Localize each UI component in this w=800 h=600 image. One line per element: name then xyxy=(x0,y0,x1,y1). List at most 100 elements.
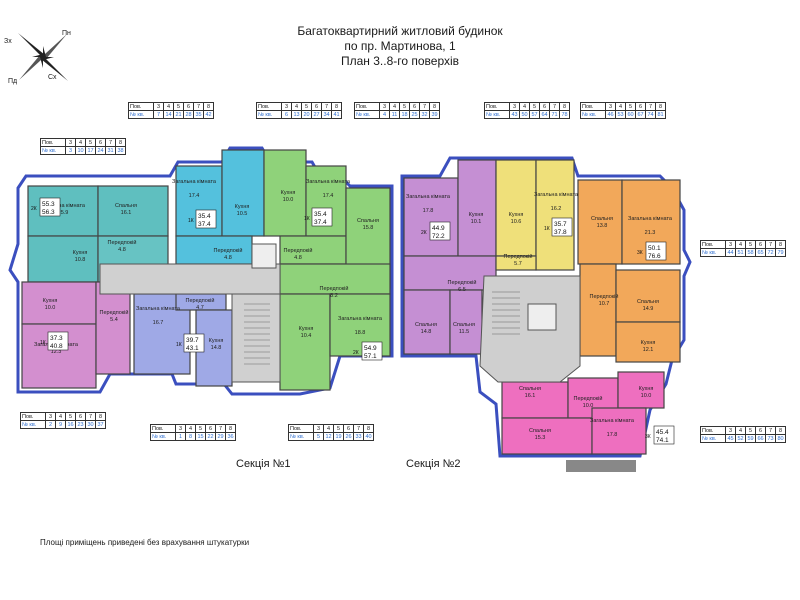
room-label: Кухня xyxy=(509,212,524,218)
apartment-area-2: 56.3 xyxy=(42,209,55,216)
apartment-rooms: 3К xyxy=(645,434,651,440)
floor-header: Пов. xyxy=(20,412,46,421)
stair-hall xyxy=(231,293,281,383)
room-label: Кухня xyxy=(641,340,656,346)
compass-north: Пн xyxy=(62,30,71,37)
room-label: Загальна кімната xyxy=(406,194,451,200)
apt-number: 12 xyxy=(323,432,334,441)
floor-number: 5 xyxy=(65,412,76,421)
apt-number: 44 xyxy=(725,248,736,257)
apt-number: 81 xyxy=(655,110,666,119)
room-labels: Загальна кімната 25.9 Спальня 16.1 Кухня… xyxy=(34,179,673,441)
room-label: Кухня xyxy=(299,326,314,332)
floor-number: 5 xyxy=(529,102,540,111)
apt-header: № кв. xyxy=(288,432,314,441)
apartment-box-frame xyxy=(653,425,675,445)
section-2-label: Секція №2 xyxy=(406,458,461,470)
floor-number: 6 xyxy=(95,138,106,147)
room-area: 10.1 xyxy=(471,219,482,225)
room-area: 10.5 xyxy=(237,211,248,217)
compass-icon xyxy=(18,33,68,81)
room-label: Спальня xyxy=(357,218,379,224)
room-label: Кухня xyxy=(469,212,484,218)
apt-number: 35 xyxy=(193,110,204,119)
room-area: 16.2 xyxy=(551,206,562,212)
title-line-2: по пр. Мартинова, 1 xyxy=(344,39,456,53)
apartment-rooms: 2К xyxy=(31,206,37,212)
room-label: Передпокій xyxy=(448,279,477,286)
room-label: Передпокій xyxy=(284,247,313,254)
room-label: Загальна кімната xyxy=(338,316,383,322)
apt-number: 42 xyxy=(203,110,214,119)
room-area: 4.8 xyxy=(294,255,302,261)
apartment-box-frame xyxy=(429,221,451,241)
apt-number: 65 xyxy=(755,248,766,257)
floor-number: 7 xyxy=(85,412,96,421)
floor-number: 5 xyxy=(301,102,312,111)
apt-number: 2 xyxy=(45,420,56,429)
apt-header: № кв. xyxy=(20,420,46,429)
apt-number: 40 xyxy=(363,432,374,441)
apt-number: 74 xyxy=(645,110,656,119)
apt-number: 26 xyxy=(343,432,354,441)
apt-number: 71 xyxy=(549,110,560,119)
floor-header: Пов. xyxy=(484,102,510,111)
room-area: 14.8 xyxy=(421,329,432,335)
room-area: 4.7 xyxy=(196,305,204,311)
room-area: 14.8 xyxy=(211,345,222,351)
room-area: 16.1 xyxy=(525,393,536,399)
apartment-area-2: 37.8 xyxy=(554,229,567,236)
apt-number: 66 xyxy=(755,434,766,443)
apt-number: 73 xyxy=(765,434,776,443)
apt-number: 58 xyxy=(745,248,756,257)
floor-number: 5 xyxy=(173,102,184,111)
floor-number: 3 xyxy=(45,412,56,421)
room-fill xyxy=(615,321,681,363)
floor-number: 5 xyxy=(625,102,636,111)
floor-header: Пов. xyxy=(128,102,154,111)
apt-number: 51 xyxy=(735,248,746,257)
apt-number: 19 xyxy=(333,432,344,441)
floor-number: 3 xyxy=(379,102,390,111)
section-1-rooms xyxy=(21,149,391,391)
apartment-box: 2К 55.3 56.3 xyxy=(31,197,61,217)
room-fill xyxy=(403,177,459,257)
floor-number: 7 xyxy=(419,102,430,111)
floor-number: 8 xyxy=(775,426,786,435)
apt-number: 16 xyxy=(65,420,76,429)
floor-number: 3 xyxy=(153,102,164,111)
floor-number: 6 xyxy=(75,412,86,421)
apt-number: 11 xyxy=(389,110,400,119)
apt-number: 29 xyxy=(215,432,226,441)
apartment-area-1: 44.9 xyxy=(432,225,445,232)
apt-number: 79 xyxy=(775,248,786,257)
room-label: Передпокій xyxy=(214,247,243,254)
room-area: 4.8 xyxy=(118,247,126,253)
room-fill xyxy=(27,235,99,283)
apt-number: 22 xyxy=(205,432,216,441)
floor-number: 5 xyxy=(85,138,96,147)
floor-number: 6 xyxy=(755,426,766,435)
room-fill xyxy=(579,263,617,357)
apt-number: 21 xyxy=(173,110,184,119)
apartment-area-boxes: 2К 55.3 56.3 1К 37.3 40.8 1К 35.4 37.4 1… xyxy=(31,197,675,445)
apartment-area-2: 37.4 xyxy=(198,221,211,228)
elevator xyxy=(527,303,557,331)
room-fill xyxy=(221,149,265,237)
room-label: Кухня xyxy=(639,386,654,392)
apt-number: 53 xyxy=(615,110,626,119)
room-label: Спальня xyxy=(415,322,437,328)
floor-number: 5 xyxy=(333,424,344,433)
floor-number: 6 xyxy=(755,240,766,249)
apt-header: № кв. xyxy=(128,110,154,119)
floor-number: 7 xyxy=(193,102,204,111)
apartment-box: 1К 35.4 37.4 xyxy=(188,209,217,229)
floor-number: 6 xyxy=(343,424,354,433)
room-fill xyxy=(495,159,537,257)
floor-number: 8 xyxy=(331,102,342,111)
room-label: Загальна кімната xyxy=(534,192,579,198)
